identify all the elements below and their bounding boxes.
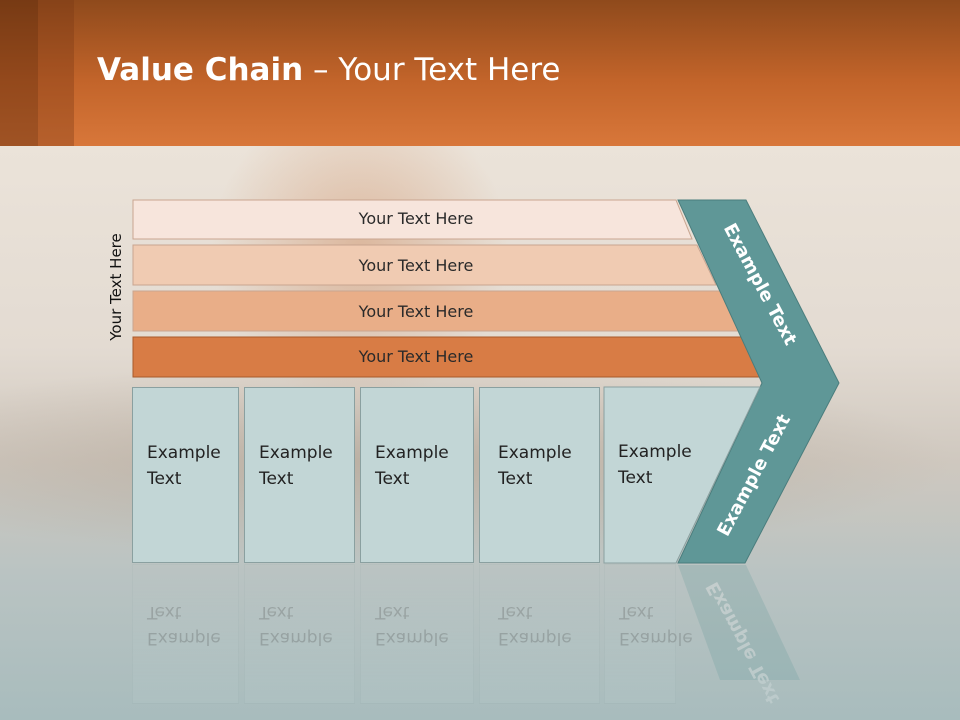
- box-reflection-5-line1: Example: [619, 628, 693, 648]
- box-reflection-4-line2: Text: [498, 602, 533, 622]
- box-reflection-2-line1: Example: [259, 628, 333, 648]
- box-4-line2: Text: [498, 469, 533, 489]
- box-3-line2: Text: [375, 469, 410, 489]
- box-5-line1: Example: [618, 442, 692, 462]
- header-accent-band: [0, 0, 38, 146]
- chevron-arrow: [677, 199, 840, 564]
- bar-2: [132, 244, 717, 286]
- box-reflection-3-line2: Text: [375, 602, 410, 622]
- title-rest: – Your Text Here: [303, 52, 561, 88]
- example-box-5: Example Text: [604, 387, 714, 563]
- box-2-line1: Example: [259, 443, 333, 463]
- bar-3-label: Your Text Here: [358, 302, 474, 321]
- box-2-line2: Text: [259, 469, 294, 489]
- box-reflection-4: Example Text: [479, 564, 600, 704]
- box-reflection-5: Example Text: [604, 564, 693, 704]
- bar-1: [132, 199, 693, 240]
- title-bar: Value Chain – Your Text Here: [0, 0, 960, 146]
- slide-title: Value Chain – Your Text Here: [97, 52, 560, 88]
- header-accent-band-2: [38, 0, 74, 146]
- box-5-shape: [603, 386, 761, 564]
- chevron-reflection: Example Text: [678, 565, 800, 707]
- box-5-line2: Text: [618, 468, 653, 488]
- box-reflection-4-line1: Example: [498, 628, 572, 648]
- box-reflection-5-line2: Text: [619, 602, 654, 622]
- example-box-4: Example Text: [479, 387, 600, 563]
- box-4-line1: Example: [498, 443, 572, 463]
- box-3-line1: Example: [375, 443, 449, 463]
- bar-4-label: Your Text Here: [358, 347, 474, 366]
- box-1-line1: Example: [147, 443, 221, 463]
- box-reflection-3-line1: Example: [375, 628, 449, 648]
- box-reflection-2-line2: Text: [259, 602, 294, 622]
- box-1-line2: Text: [147, 469, 182, 489]
- example-box-2: Example Text: [244, 387, 355, 563]
- box-reflection-3: Example Text: [360, 564, 474, 704]
- example-box-1: Example Text: [132, 387, 239, 563]
- box-reflection-1-line2: Text: [147, 602, 182, 622]
- box-reflection-2: Example Text: [244, 564, 355, 704]
- bar-2-label: Your Text Here: [358, 256, 474, 275]
- box-reflection-1-line1: Example: [147, 628, 221, 648]
- title-bold: Value Chain: [97, 52, 304, 88]
- bar-1-label: Your Text Here: [358, 209, 474, 228]
- box-reflection-1: Example Text: [132, 564, 239, 704]
- example-box-3: Example Text: [360, 387, 474, 563]
